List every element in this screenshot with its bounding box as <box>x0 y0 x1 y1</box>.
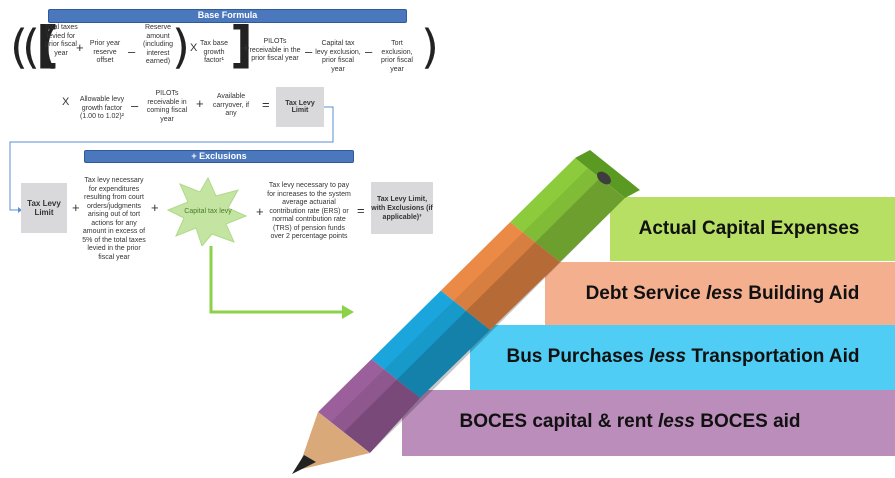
band-label-pre: Bus Purchases <box>506 346 650 367</box>
band-bus-purchases: Bus Purchases less Transportation Aid <box>478 338 888 376</box>
times-operator: X <box>62 96 70 108</box>
band-label-post: Building Aid <box>742 283 860 304</box>
allowable-levy-term: Allowable levy growth factor (1.00 to 1.… <box>79 96 125 120</box>
open-bracket: [ <box>36 16 59 74</box>
base-formula-banner: Base Formula <box>48 9 407 23</box>
band-boces: BOCES capital & rent less BOCES aid <box>420 403 840 441</box>
band-actual-capital-expenses: Actual Capital Expenses <box>618 210 880 248</box>
tort-expenditures-term: Tax levy necessary for expenditures resu… <box>82 177 146 261</box>
band-label-em: less <box>657 411 695 432</box>
band-label-em: less <box>649 346 687 367</box>
band-debt-service: Debt Service less Building Aid <box>560 275 885 313</box>
band-label-pre: Debt Service <box>585 283 706 304</box>
close-paren-group: ) <box>421 20 439 74</box>
available-carryover-term: Available carryover, if any <box>212 93 250 117</box>
plus-operator: + <box>72 200 80 215</box>
tax-base-growth-term: Tax base growth factor¹ <box>199 40 229 64</box>
pension-increase-term: Tax levy necessary to pay for increases … <box>267 182 351 240</box>
minus-operator: – <box>128 44 136 59</box>
minus-operator: – <box>365 44 373 59</box>
band-label-em: less <box>705 283 743 304</box>
limit-with-exclusions-box: Tax Levy Limit, with Exclusions (if appl… <box>371 182 433 234</box>
plus-operator: + <box>196 96 204 111</box>
band-label-post: Transportation Aid <box>686 346 860 367</box>
close-bracket: ] <box>230 16 253 74</box>
reserve-amount-term: Reserve amount (including interest earne… <box>143 24 173 65</box>
equals-operator: = <box>357 203 365 218</box>
times-operator: X <box>190 42 198 54</box>
prior-year-reserve-term: Prior year reserve offset <box>89 40 121 64</box>
pilots-prior-term: PILOTs receivable in the prior fiscal ye… <box>249 38 301 62</box>
band-debt-bg <box>545 262 895 326</box>
band-label-pre: BOCES capital & rent <box>459 411 658 432</box>
plus-operator: + <box>242 40 250 55</box>
total-taxes-term: Total taxes levied for prior fiscal year <box>44 24 78 57</box>
band-boces-bg <box>402 390 895 456</box>
plus-operator: + <box>76 40 84 55</box>
exclusions-banner: + Exclusions <box>84 150 354 163</box>
equals-operator: = <box>262 97 270 112</box>
open-paren-inner: ( <box>40 20 58 74</box>
minus-operator: – <box>305 44 313 59</box>
capital-tax-levy-label: Capital tax levy <box>184 208 232 215</box>
tax-levy-limit-box: Tax Levy Limit <box>276 87 324 127</box>
minus-operator: – <box>131 98 139 113</box>
capital-tax-levy-star-icon: Capital tax levy <box>166 176 248 246</box>
band-bus-bg <box>470 325 895 390</box>
tax-levy-limit-box-2: Tax Levy Limit <box>21 183 67 233</box>
band-label-post: BOCES aid <box>694 411 801 432</box>
capital-exclusion-term: Capital tax levy exclusion, prior fiscal… <box>315 40 361 73</box>
band-capital-bg <box>610 197 895 261</box>
close-paren-inner: ) <box>172 20 190 74</box>
band-label: Actual Capital Expenses <box>638 218 860 239</box>
pilots-coming-term: PILOTs receivable in coming fiscal year <box>146 90 188 123</box>
tort-exclusion-term: Tort exclusion, prior fiscal year <box>381 40 413 73</box>
plus-operator: + <box>151 200 159 215</box>
plus-operator: + <box>256 204 264 219</box>
